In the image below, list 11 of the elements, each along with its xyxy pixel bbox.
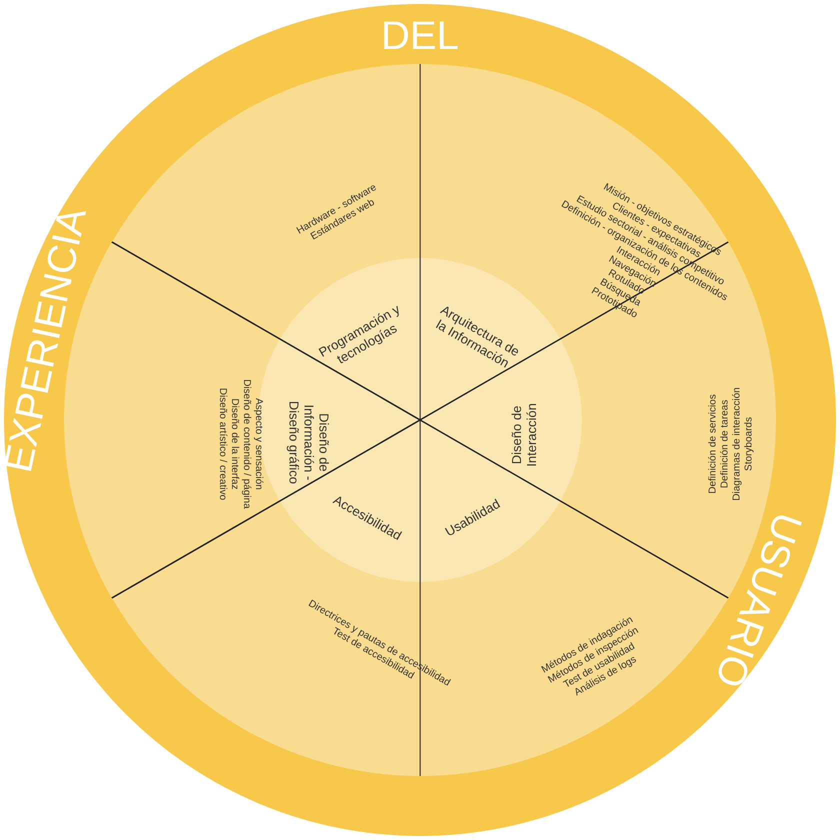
sector-title: Diseño de Interacción bbox=[510, 402, 540, 469]
sector-title: Diseño de Información - Diseño gráfico bbox=[286, 400, 330, 486]
topic-item: Diseño de contenido / página bbox=[240, 379, 252, 509]
ring-title: DEL bbox=[381, 16, 459, 56]
topic-item: Diseño de la interfaz bbox=[228, 397, 240, 492]
topic-item: Storyboards bbox=[744, 416, 756, 473]
topic-item: Definición de servicios bbox=[708, 393, 720, 496]
topic-item: Diagramas de interacción bbox=[732, 387, 744, 501]
topic-item: Aspecto y sensación bbox=[252, 397, 264, 492]
topic-item: Diseño artístico / creativo bbox=[216, 386, 228, 502]
topic-item: Definición de tareas bbox=[720, 398, 732, 490]
